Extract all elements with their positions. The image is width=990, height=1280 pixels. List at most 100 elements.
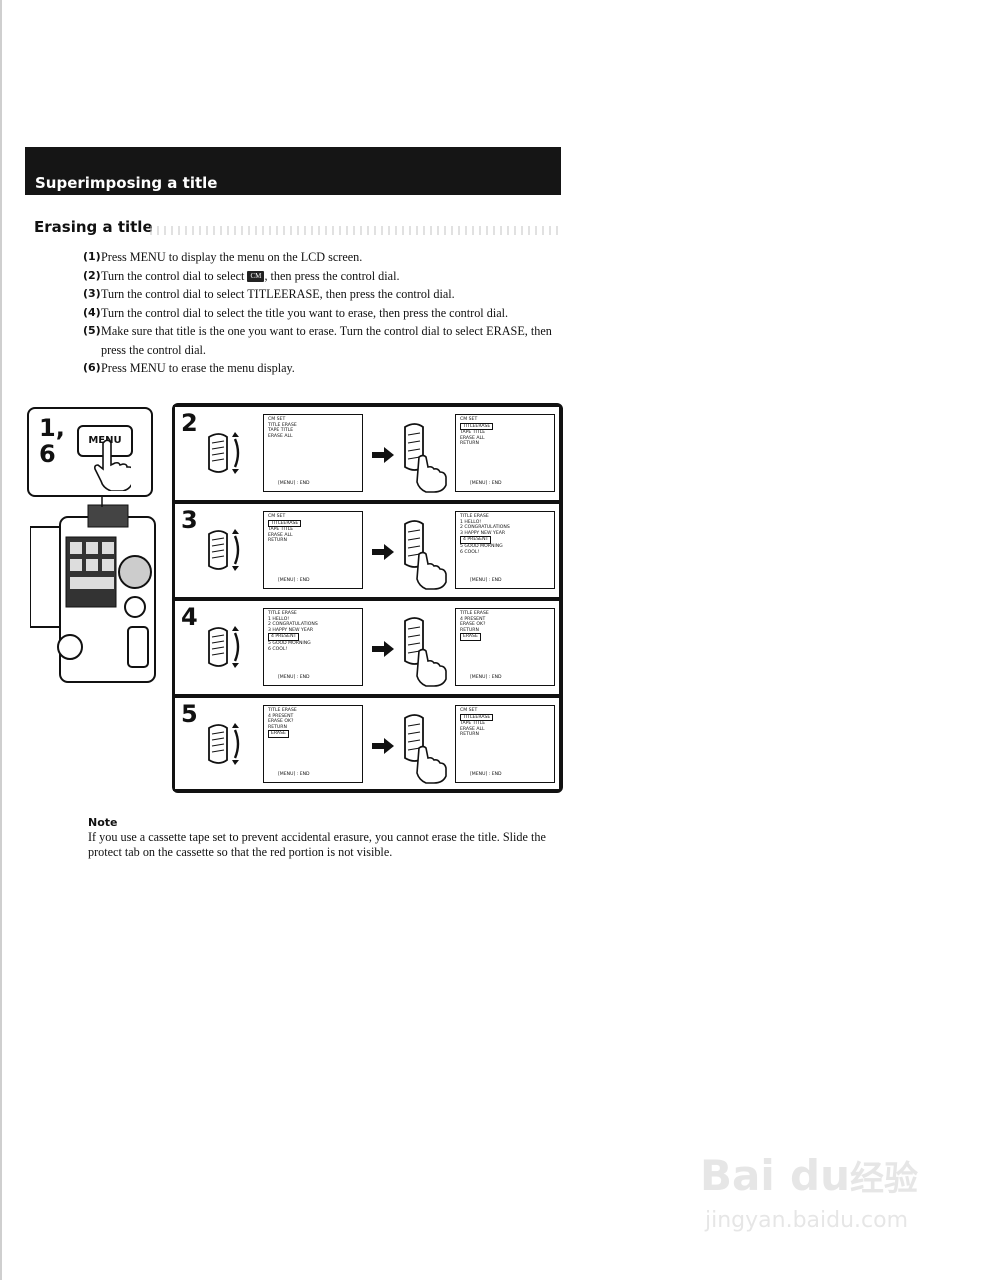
screen-line: ERASE OK?: [460, 622, 486, 628]
panel-number: 5: [181, 700, 198, 728]
screen-line: TITLE ERASE: [268, 708, 297, 713]
dial-press-icon: [404, 423, 447, 493]
list-item: (1)Press MENU to display the menu on the…: [83, 250, 363, 264]
screen-line: TITLE ERASE: [268, 611, 297, 616]
screen-line: CM SET: [460, 708, 478, 713]
dial-press-icon: [404, 520, 447, 590]
baidu-watermark-logo: Bai du 经验 jingyan.baidu.com: [700, 1151, 918, 1233]
svg-text:Bai: Bai: [700, 1151, 775, 1200]
page-edge-line: [0, 0, 2, 1280]
screen-line: 1 HELLO!: [460, 519, 482, 525]
panel-number: 4: [181, 603, 198, 631]
pressing-finger-icon: [94, 439, 131, 491]
screen-menu-end: [MENU] : END: [470, 772, 502, 778]
step-1-6-box: 1,6 MENU: [27, 407, 153, 497]
screen-line: 6 COOL!: [460, 549, 480, 555]
svg-text:du: du: [790, 1151, 850, 1200]
screen-menu-end: [MENU] : END: [278, 772, 310, 778]
screen-line: ERASE ALL: [460, 726, 485, 732]
screen-line: 1 HELLO!: [268, 616, 290, 622]
note-heading: Note: [88, 816, 118, 829]
banner-title: Superimposing a title: [35, 174, 218, 192]
screen-line: 2 CONGRATULATIONS: [268, 622, 318, 628]
screen-line: 5 GOOD MORNING: [268, 640, 311, 646]
screen-line: 2 CONGRATULATIONS: [460, 525, 510, 531]
list-item: (5)Make sure that title is the one you w…: [83, 324, 552, 357]
title-scan-noise: [150, 226, 560, 235]
screen-line: 3 HAPPY NEW YEAR: [268, 627, 314, 633]
dial-press-icon: [404, 714, 447, 784]
svg-text:经验: 经验: [850, 1159, 918, 1199]
screen-line: 4 PRESENT: [460, 616, 486, 622]
note-body: If you use a cassette tape set to preven…: [88, 830, 546, 859]
step-list: (1)Press MENU to display the menu on the…: [83, 248, 563, 378]
section-title: Erasing a title: [34, 218, 153, 236]
dial-press-icon: [404, 617, 447, 687]
screen-line: RETURN: [460, 732, 479, 738]
list-item: (6)Press MENU to erase the menu display.: [83, 361, 295, 375]
note-block: Note If you use a cassette tape set to p…: [88, 815, 558, 860]
list-item: (3)Turn the control dial to select TITLE…: [83, 287, 455, 301]
screen-line: RETURN: [460, 441, 479, 447]
control-dial-icon: [208, 529, 240, 571]
screen-line: TITLEERASE: [460, 713, 550, 722]
control-dial-icon: [208, 626, 240, 668]
camcorder-illustration: [30, 497, 156, 683]
screen-line: TAPE TITLE: [268, 527, 294, 533]
list-item: (2)Turn the control dial to select CM, t…: [83, 268, 400, 283]
screen-line: 4 PRESENT: [460, 536, 550, 544]
screen-line: 4 PRESENT: [268, 633, 358, 641]
control-dial-icon: [208, 432, 240, 474]
control-dial-icon: [208, 723, 240, 765]
screen-line: TAPE TITLE: [460, 430, 486, 436]
arrow-right-icon: [372, 544, 394, 560]
screen-line: RETURN: [460, 627, 479, 633]
screen-line: 5 GOOD MORNING: [460, 543, 503, 549]
svg-text:jingyan.baidu.com: jingyan.baidu.com: [704, 1208, 908, 1233]
screen-line: 4 PRESENT: [268, 713, 294, 719]
screen-line: TAPE TITLE: [268, 428, 294, 434]
list-item: (4)Turn the control dial to select the t…: [83, 305, 509, 320]
screen-line: CM SET: [268, 417, 286, 422]
screen-menu-end: [MENU] : END: [470, 578, 502, 584]
panel-number: 2: [181, 409, 198, 437]
screen-line: ERASE ALL: [268, 532, 293, 538]
screen-line: TITLEERASE: [268, 519, 358, 528]
screen-line: 6 COOL!: [268, 646, 288, 652]
screen-menu-end: [MENU] : END: [470, 675, 502, 681]
screen-line: ERASE OK?: [268, 719, 294, 725]
screen-line: TAPE TITLE: [460, 721, 486, 727]
screen-line: ERASE: [460, 633, 550, 641]
screen-menu-end: [MENU] : END: [278, 481, 310, 487]
screen-line: TITLE ERASE: [268, 422, 297, 428]
screen-menu-end: [MENU] : END: [278, 578, 310, 584]
arrow-right-icon: [372, 738, 394, 754]
screen-line: ERASE ALL: [460, 435, 485, 441]
screen-menu-end: [MENU] : END: [278, 675, 310, 681]
arrow-right-icon: [372, 641, 394, 657]
screen-line: TITLE ERASE: [460, 514, 489, 519]
screen-line: RETURN: [268, 724, 287, 730]
arrow-right-icon: [372, 447, 394, 463]
screen-line: ERASE: [268, 730, 358, 738]
screen-line: 3 HAPPY NEW YEAR: [460, 530, 506, 536]
screen-line: CM SET: [460, 417, 478, 422]
screen-line: ERASE ALL: [268, 433, 293, 439]
step-1-6-number: 1,6: [39, 414, 65, 468]
panel-number: 3: [181, 506, 198, 534]
screen-line: TITLEERASE: [460, 422, 550, 431]
cm-set-icon: CM: [247, 271, 265, 283]
screen-menu-end: [MENU] : END: [470, 481, 502, 487]
